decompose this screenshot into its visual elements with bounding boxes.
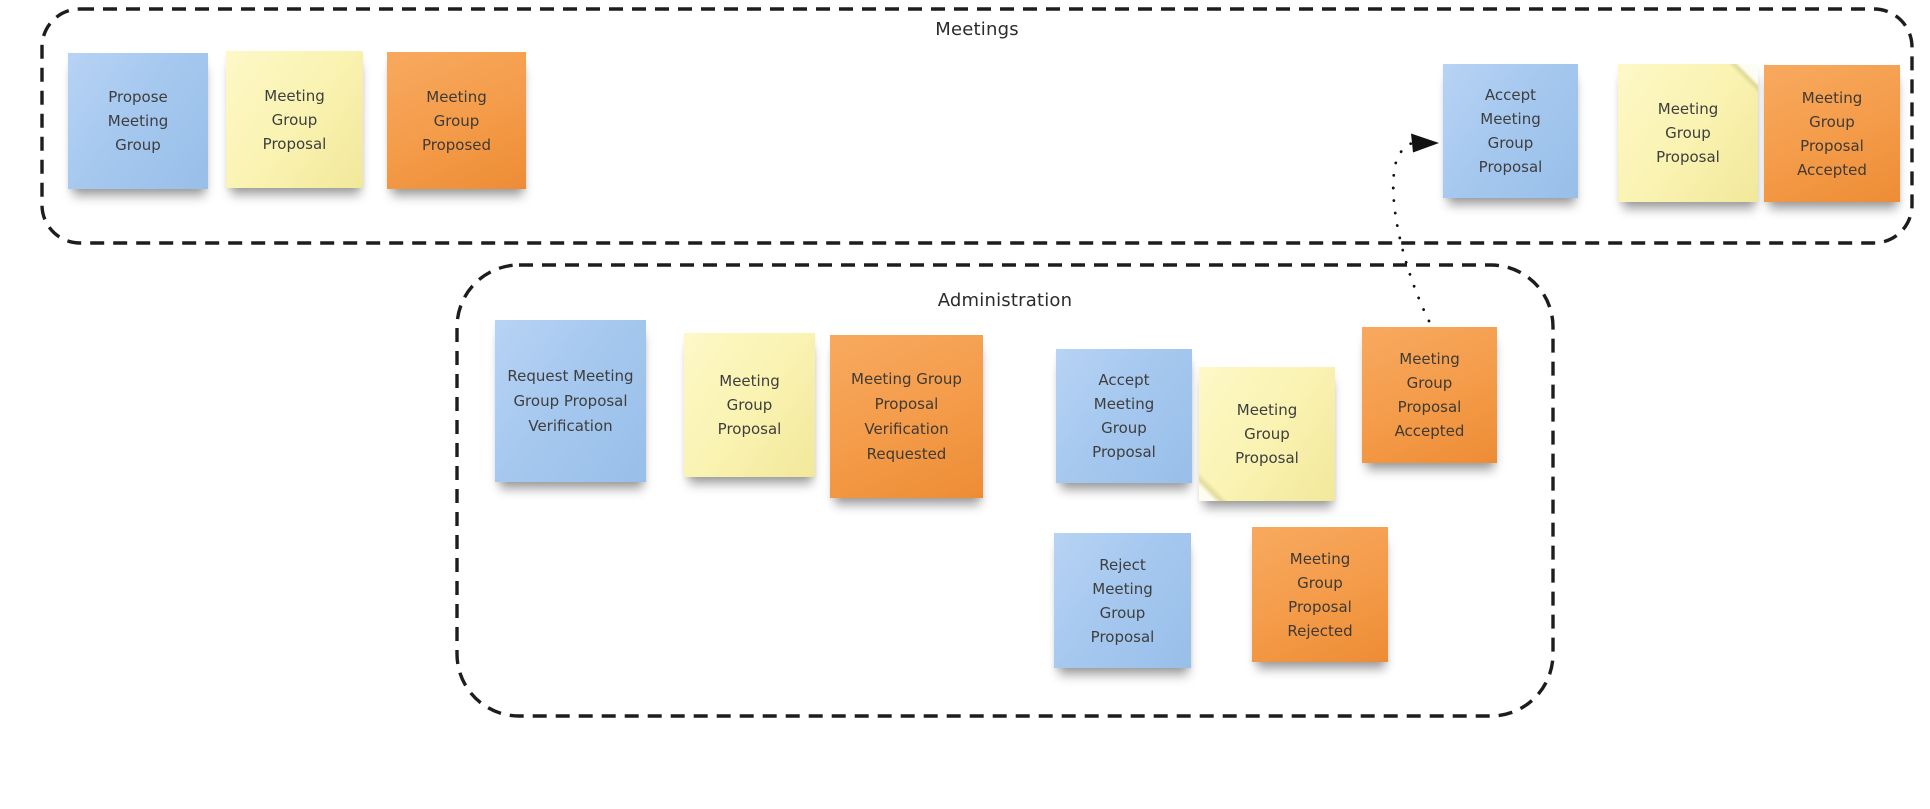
sticky-note-meeting-group-proposal-3[interactable]: Meeting Group Proposal	[684, 333, 815, 477]
sticky-note-request-meeting-group-proposal-verification[interactable]: Request Meeting Group Proposal Verificat…	[495, 320, 646, 482]
sticky-note-meeting-group-proposal-accepted-1[interactable]: Meeting Group Proposal Accepted	[1764, 65, 1900, 202]
sticky-note-accept-meeting-group-proposal-2[interactable]: Accept Meeting Group Proposal	[1056, 349, 1192, 483]
sticky-note-meeting-group-proposal-4[interactable]: Meeting Group Proposal	[1199, 367, 1335, 501]
sticky-note-meeting-group-proposal-accepted-2[interactable]: Meeting Group Proposal Accepted	[1362, 327, 1497, 463]
connector-arrowhead-icon	[1411, 133, 1439, 153]
sticky-note-meeting-group-proposal-verification-requested[interactable]: Meeting Group Proposal Verification Requ…	[830, 335, 983, 498]
sticky-note-reject-meeting-group-proposal[interactable]: Reject Meeting Group Proposal	[1054, 533, 1191, 668]
sticky-note-meeting-group-proposal-2[interactable]: Meeting Group Proposal	[1618, 64, 1758, 202]
lane-title-meetings: Meetings	[935, 19, 1019, 40]
sticky-note-propose-meeting-group[interactable]: Propose Meeting Group	[68, 53, 208, 189]
lane-title-administration: Administration	[937, 290, 1073, 311]
sticky-note-meeting-group-proposal-rejected[interactable]: Meeting Group Proposal Rejected	[1252, 527, 1388, 662]
sticky-note-meeting-group-proposed[interactable]: Meeting Group Proposed	[387, 52, 526, 189]
sticky-note-accept-meeting-group-proposal-1[interactable]: Accept Meeting Group Proposal	[1443, 64, 1578, 198]
sticky-note-meeting-group-proposal-1[interactable]: Meeting Group Proposal	[226, 51, 363, 188]
